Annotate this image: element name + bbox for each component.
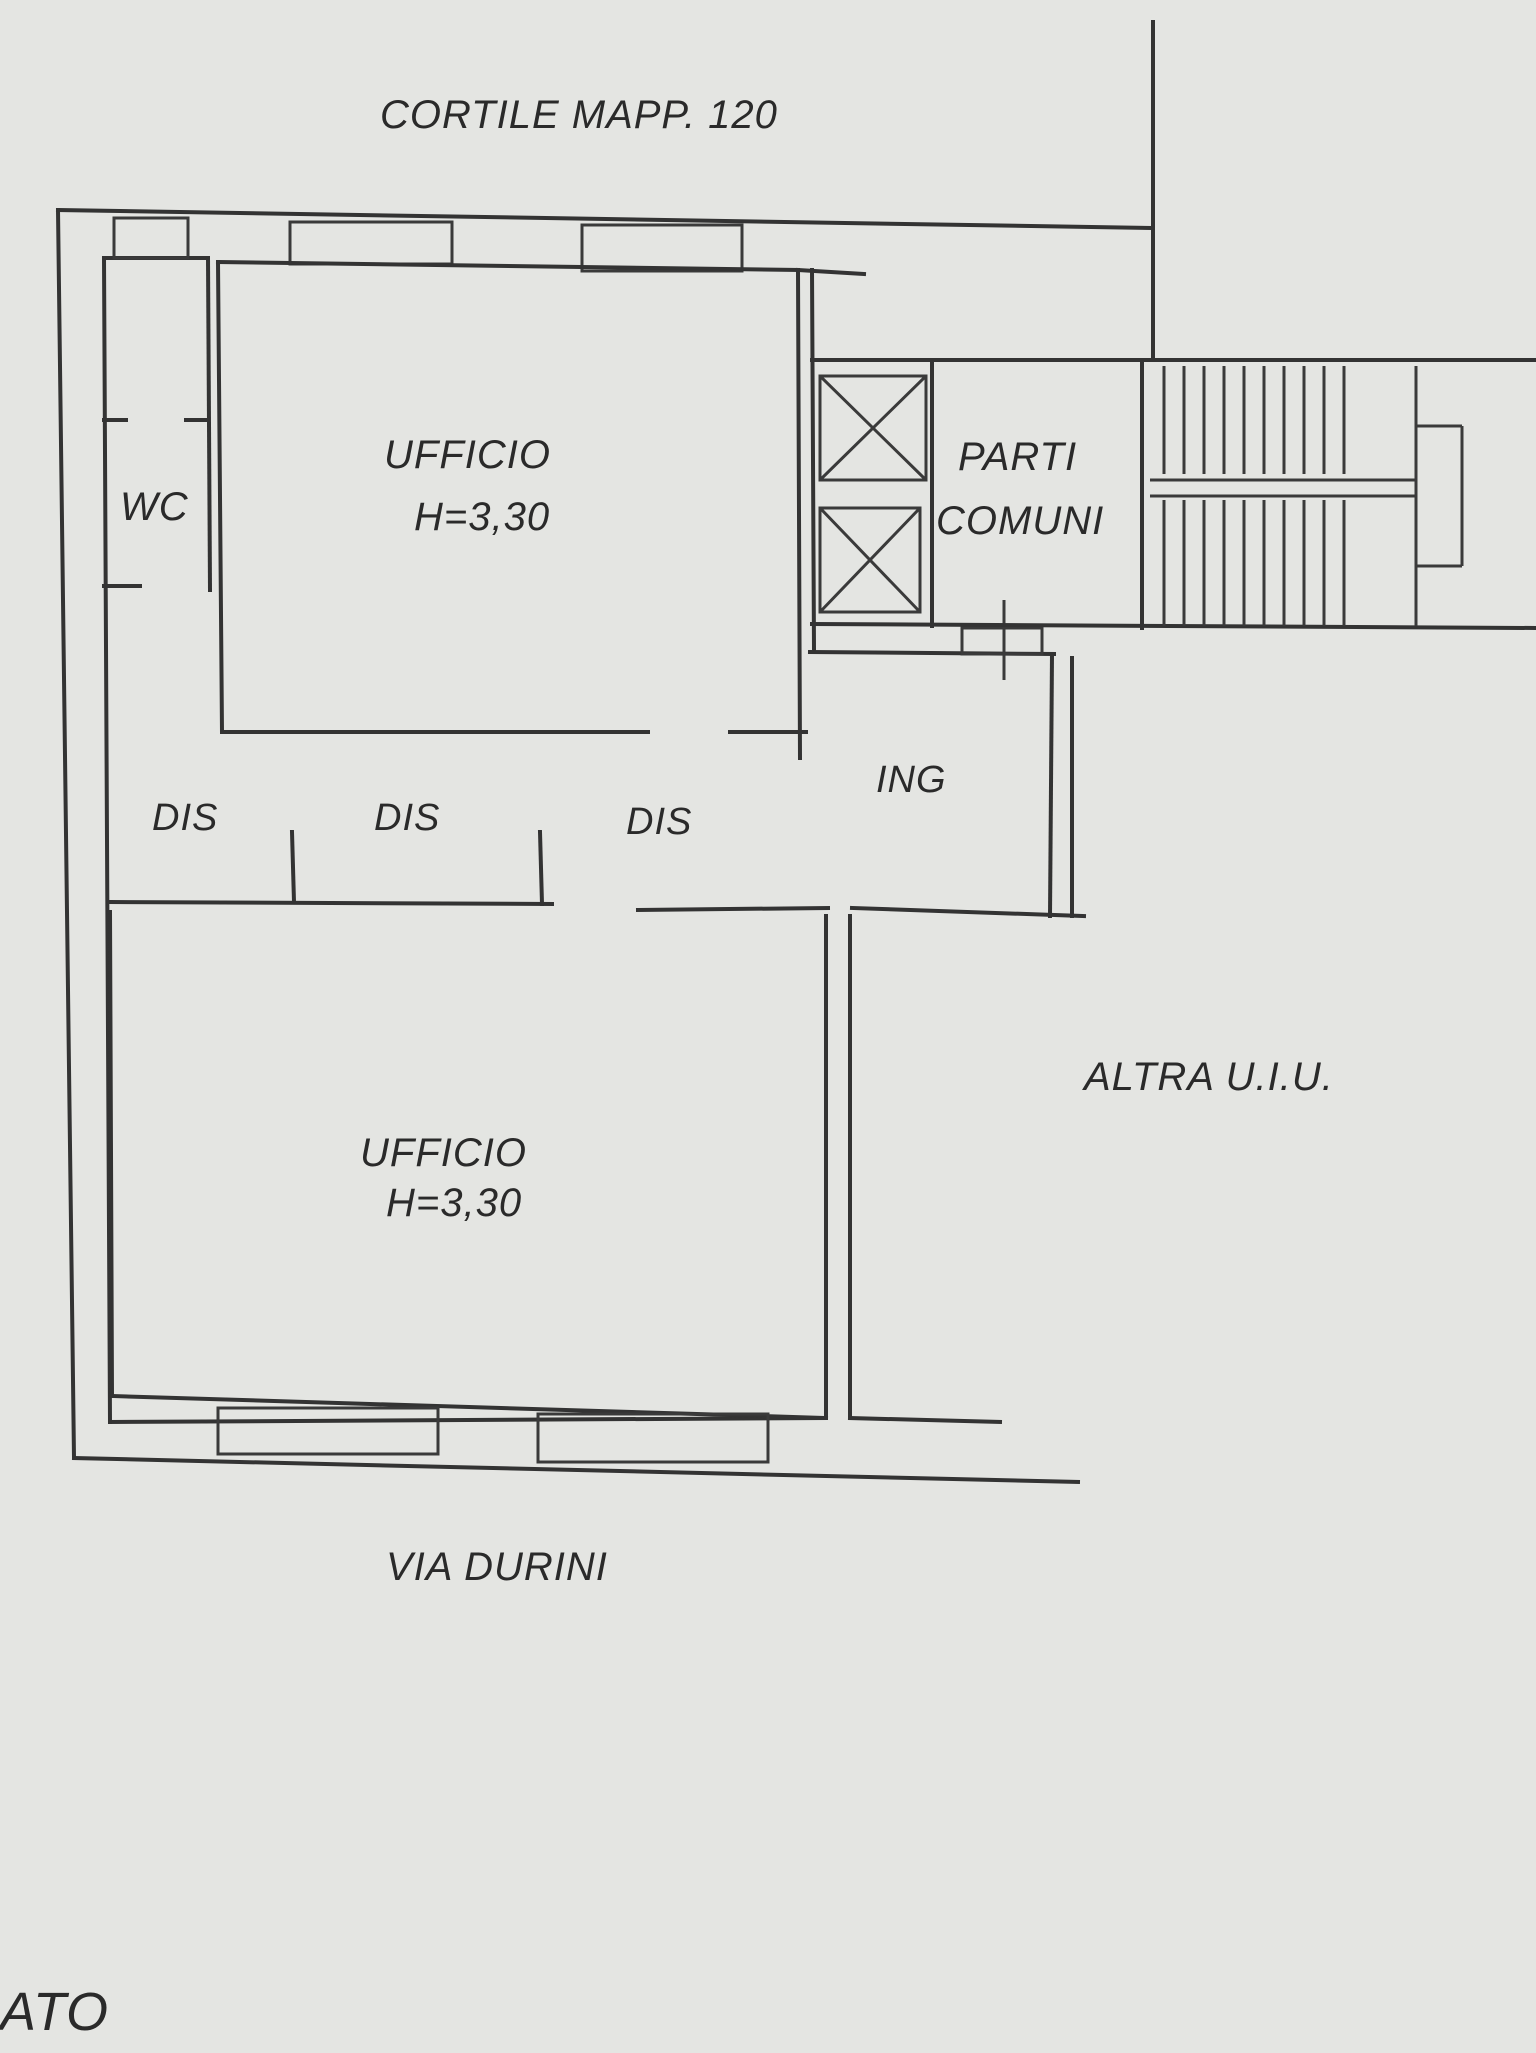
office-top-walls [215, 259, 867, 761]
common-parts [809, 358, 1536, 631]
lift-shaft-icon [818, 374, 928, 614]
corridor-label-2: DIS [374, 797, 440, 839]
street-label: VIA DURINI [386, 1545, 608, 1589]
staircase [1150, 366, 1464, 626]
corner-fragment-label: ATO [0, 1982, 109, 2042]
corridor-label-3: DIS [626, 801, 692, 843]
office-bottom-walls [107, 909, 1003, 1425]
common-parts-label-2: COMUNI [936, 499, 1104, 543]
entrance-label: ING [876, 759, 947, 801]
office-top-height: H=3,30 [414, 495, 550, 539]
windows-bottom [216, 1406, 770, 1464]
office-top-label: UFFICIO [384, 433, 551, 477]
other-unit-label: ALTRA U.I.U. [1082, 1055, 1334, 1099]
common-parts-label-1: PARTI [958, 435, 1077, 479]
corridor-walls [107, 829, 1087, 919]
wc-walls [102, 255, 213, 593]
entrance-walls [807, 600, 1074, 919]
office-bottom-label: UFFICIO [360, 1131, 527, 1175]
office-bottom-height: H=3,30 [386, 1181, 522, 1225]
wc-label: WC [120, 485, 189, 529]
courtyard-label: CORTILE MAPP. 120 [380, 93, 778, 137]
corridor-label-1: DIS [152, 797, 218, 839]
property-line-top [55, 207, 1153, 231]
